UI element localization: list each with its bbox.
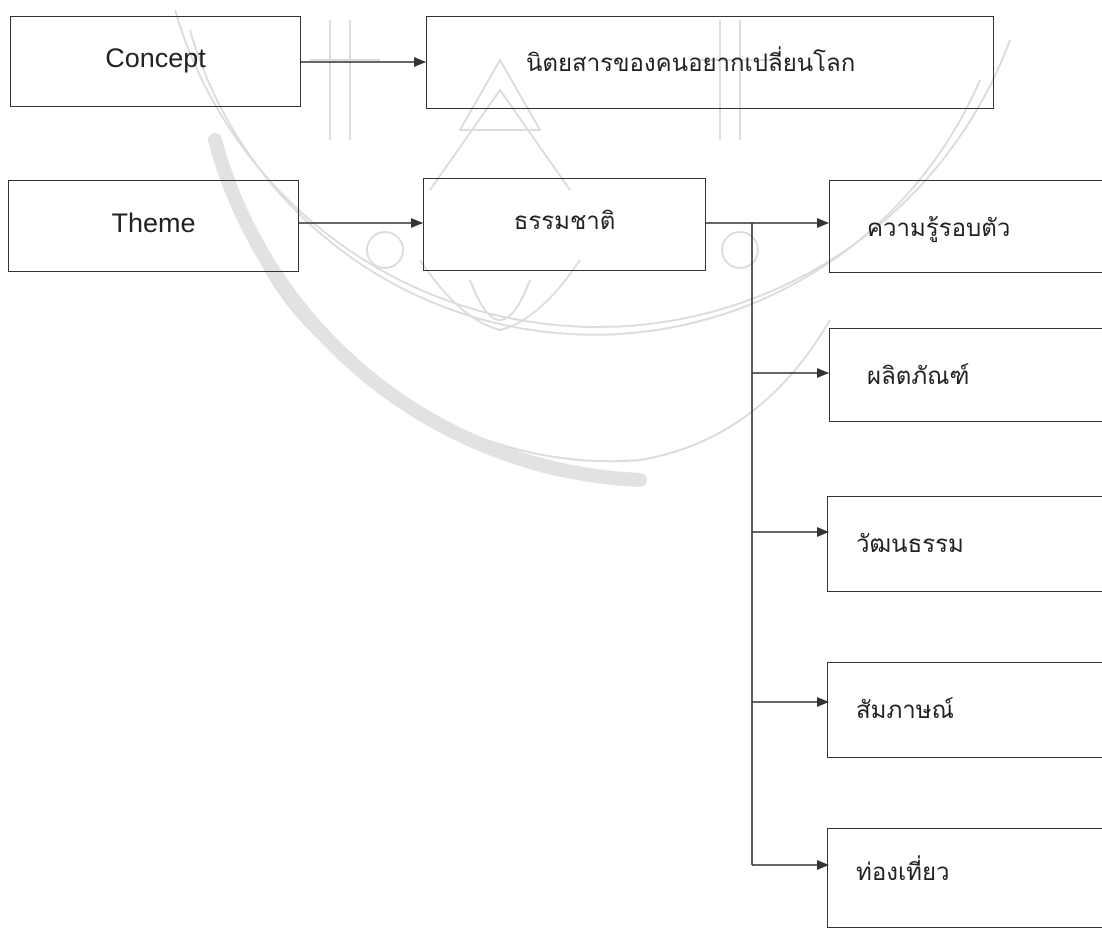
concept-label: Concept bbox=[105, 43, 206, 73]
theme-target-box: ธรรมชาติ bbox=[423, 178, 706, 271]
theme-label: Theme bbox=[111, 208, 196, 238]
branch-label-5: ท่องเที่ยว bbox=[856, 858, 950, 886]
concept-target-box: นิตยสารของคนอยากเปลี่ยนโลก bbox=[426, 16, 994, 109]
branch-box-1: ความรู้รอบตัว bbox=[829, 180, 1102, 273]
branch-box-4: สัมภาษณ์ bbox=[827, 662, 1102, 758]
branch-label-2: ผลิตภัณฑ์ bbox=[867, 362, 970, 390]
concept-box: Concept bbox=[10, 16, 301, 107]
theme-target-label: ธรรมชาติ bbox=[513, 207, 616, 235]
theme-box: Theme bbox=[8, 180, 299, 272]
branch-label-3: วัฒนธรรม bbox=[856, 530, 964, 558]
branch-box-3: วัฒนธรรม bbox=[827, 496, 1102, 592]
concept-target-label: นิตยสารของคนอยากเปลี่ยนโลก bbox=[526, 49, 856, 77]
branch-label-1: ความรู้รอบตัว bbox=[867, 214, 1011, 242]
branch-box-5: ท่องเที่ยว bbox=[827, 828, 1102, 928]
branch-label-4: สัมภาษณ์ bbox=[856, 696, 954, 724]
branch-box-2: ผลิตภัณฑ์ bbox=[829, 328, 1102, 422]
